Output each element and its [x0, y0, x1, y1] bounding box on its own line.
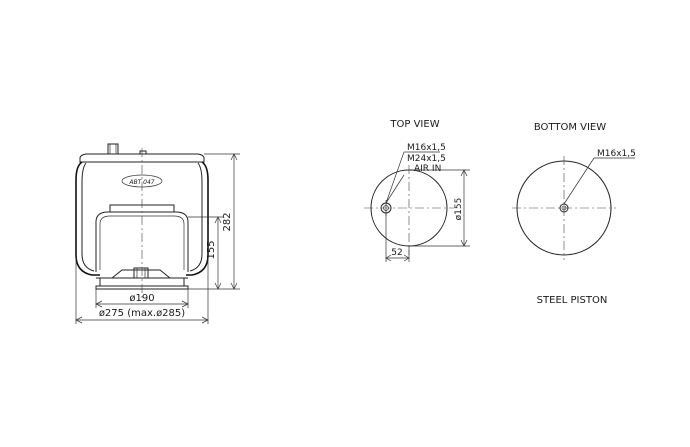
top-view-thread-label: M16x1,5 [407, 143, 446, 153]
steel-piston-label: STEEL PISTON [537, 295, 608, 306]
bottom-view-title: BOTTOM VIEW [534, 122, 606, 133]
logo-text: АВТ 047 [128, 179, 154, 186]
bellow-outline [75, 161, 209, 276]
bottom-view: BOTTOM VIEW M16x1,5 STEEL PISTON [512, 122, 636, 306]
side-view: АВТ 047 282 155 ø190 ø275 (max.ø285) [75, 143, 240, 324]
top-view-title: TOP VIEW [389, 119, 439, 130]
air-inlet-fitting [107, 143, 119, 155]
dim-height-total: 282 [222, 212, 233, 231]
top-plate [79, 153, 205, 163]
dim-piston-diameter: ø190 [129, 293, 154, 304]
dim-offset: 52 [391, 248, 402, 258]
dim-bellow-diameter: ø275 (max.ø285) [99, 308, 185, 319]
bottom-view-thread-label: M16x1,5 [597, 149, 636, 159]
top-view-air-in-label: AIR IN [414, 164, 441, 174]
dim-top-plate-diameter: ø155 [454, 198, 464, 221]
top-view-air-thread-label: M24x1,5 [407, 154, 446, 164]
dim-height-piston: 155 [206, 240, 217, 259]
top-view: TOP VIEW M16x1,5 M24x1,5 AIR IN ø155 52 [364, 119, 470, 262]
